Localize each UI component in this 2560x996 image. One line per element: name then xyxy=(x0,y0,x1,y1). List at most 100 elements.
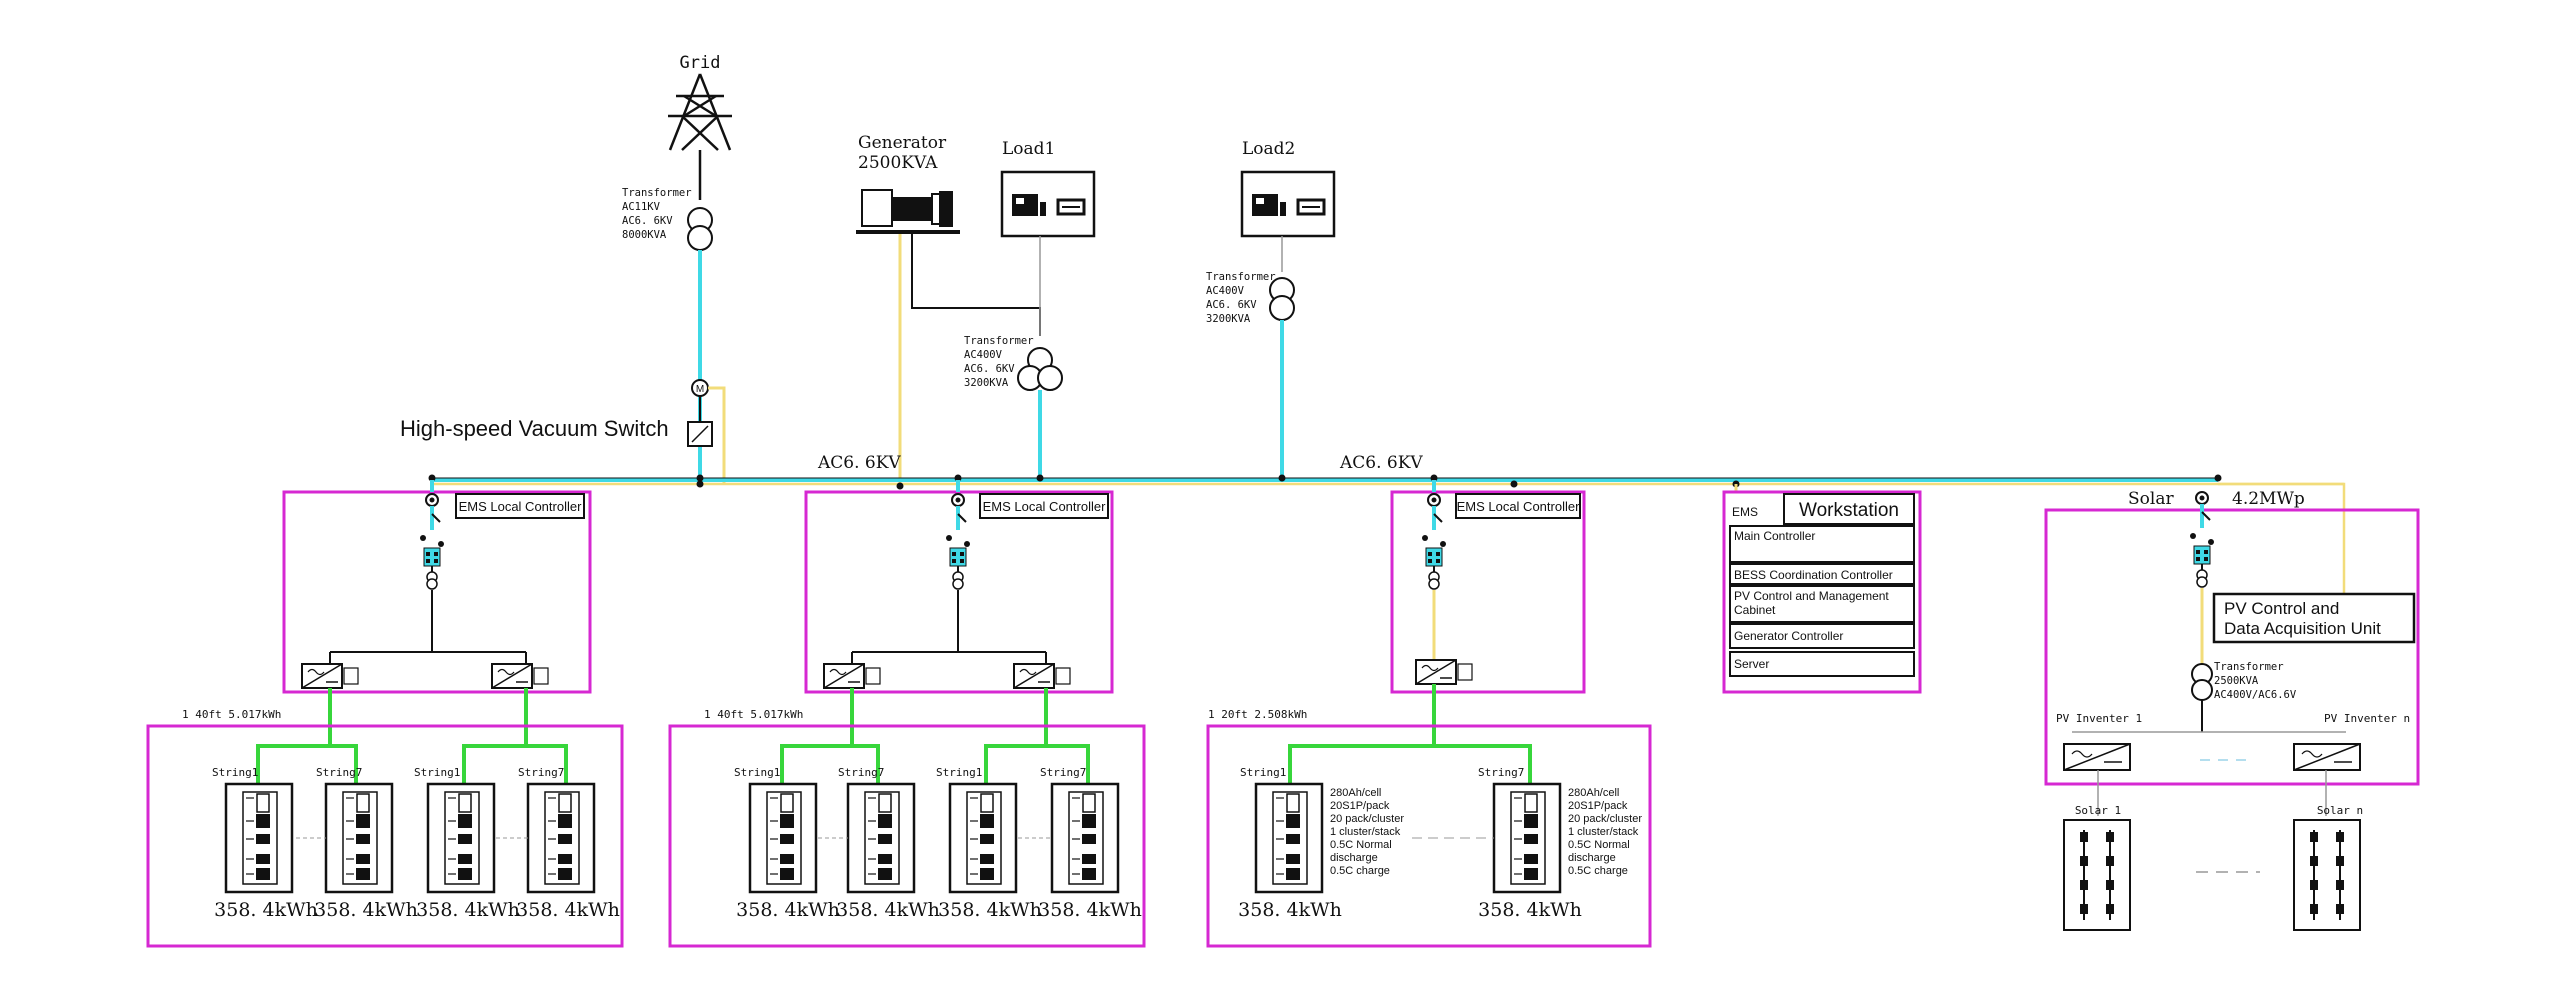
pcs-2a-icon xyxy=(823,663,881,689)
svg-text:String1: String1 xyxy=(414,766,460,779)
pcs-1a-icon xyxy=(301,663,359,689)
battery-rack-2-2 xyxy=(846,782,916,894)
solar-label: Solar xyxy=(2128,489,2174,509)
transformer-load1-label: Transformer AC400V AC6. 6KV 3200KVA xyxy=(964,335,1040,389)
battery-rack-2-3 xyxy=(948,782,1018,894)
pv-control-cabinet-label: PV Control and Management Cabinet xyxy=(1734,589,1892,617)
svg-text:358. 4kWh: 358. 4kWh xyxy=(938,899,1042,921)
ems-tag: EMS xyxy=(1732,505,1758,519)
svg-text:String7: String7 xyxy=(1040,766,1086,779)
svg-text:String1: String1 xyxy=(734,766,780,779)
svg-text:358. 4kWh: 358. 4kWh xyxy=(836,899,940,921)
svg-text:Server: Server xyxy=(1734,657,1769,671)
cell-spec-b: 280Ah/cell 20S1P/pack 20 pack/cluster 1 … xyxy=(1568,787,1645,877)
svg-text:String7: String7 xyxy=(1478,766,1524,779)
bus-junction-dots xyxy=(428,474,2222,490)
pcs-cabinet-1 xyxy=(282,490,592,694)
battery-container-1 xyxy=(146,724,624,948)
pv-data-acquisition-unit[interactable] xyxy=(2212,592,2416,644)
ems-local-controller-3-label: EMS Local Controller xyxy=(1457,499,1580,514)
battery-rack-2-1 xyxy=(748,782,818,894)
svg-text:M: M xyxy=(696,384,704,395)
transformer-load1-icon xyxy=(1017,347,1063,391)
transformer-grid-label: Transformer AC11KV AC6. 6KV 8000KVA xyxy=(622,187,698,241)
load1-generator-link xyxy=(911,234,1041,336)
workstation-label: Workstation xyxy=(1799,500,1899,521)
solar-array-1-icon xyxy=(2063,819,2131,931)
svg-text:String1: String1 xyxy=(1240,766,1286,779)
vacuum-switch-icon[interactable]: M xyxy=(687,379,713,447)
ems-local-controller-1-label: EMS Local Controller xyxy=(459,499,582,514)
pv-inverter-1-icon xyxy=(2063,743,2131,771)
svg-text:358. 4kWh: 358. 4kWh xyxy=(1038,899,1142,921)
pv-inverter-1-label: PV Inventer 1 xyxy=(2056,712,2142,725)
battery-rack-3-2 xyxy=(1492,782,1562,894)
svg-text:BESS Coordination Controller: BESS Coordination Controller xyxy=(1734,568,1893,582)
load2-label: Load2 xyxy=(1242,139,1295,159)
ems-local-controller-1[interactable] xyxy=(455,493,585,519)
bess-unit-3: EMS Local Controller 1 20ft 2.508kWh Str… xyxy=(1206,480,1652,948)
bess-coordination-controller-box[interactable] xyxy=(1729,563,1915,585)
battery-rack-1-3 xyxy=(426,782,496,894)
battery-container-2 xyxy=(668,724,1146,948)
cell-spec-a: 280Ah/cell 20S1P/pack 20 pack/cluster 1 … xyxy=(1330,787,1407,877)
svg-text:Main Controller: Main Controller xyxy=(1734,529,1815,543)
bess-unit-2: EMS Local Controller 1 40ft 5.017kWh Str… xyxy=(668,480,1146,948)
battery-rack-2-4 xyxy=(1050,782,1120,894)
svg-text:358. 4kWh: 358. 4kWh xyxy=(1238,899,1342,921)
svg-text:358. 4kWh: 358. 4kWh xyxy=(416,899,520,921)
solar-cabinet xyxy=(2044,508,2420,786)
pv-control-cabinet-box[interactable] xyxy=(1729,585,1915,623)
main-controller-box[interactable] xyxy=(1729,525,1915,563)
svg-text:String7: String7 xyxy=(518,766,564,779)
ems-local-controller-2-label: EMS Local Controller xyxy=(983,499,1106,514)
transmission-tower-icon xyxy=(668,73,732,200)
container-3-size-label: 1 20ft 2.508kWh xyxy=(1208,708,1307,721)
svg-text:358. 4kWh: 358. 4kWh xyxy=(214,899,318,921)
load1-icon xyxy=(1000,170,1096,238)
ems-local-controller-2[interactable] xyxy=(979,493,1109,519)
pcs-3-icon xyxy=(1415,659,1473,685)
container-1-size-label: 1 40ft 5.017kWh xyxy=(182,708,281,721)
svg-text:Generator Controller: Generator Controller xyxy=(1734,629,1843,643)
transformer-load2-icon xyxy=(1269,277,1295,321)
battery-rack-1-4 xyxy=(526,782,596,894)
svg-text:358. 4kWh: 358. 4kWh xyxy=(314,899,418,921)
transformer-load2-label: Transformer AC400V AC6. 6KV 3200KVA xyxy=(1206,271,1282,325)
bus-voltage-label-right: AC6. 6KV xyxy=(1339,453,1423,473)
pv-inverter-n-label: PV Inventer n xyxy=(2324,712,2410,725)
grid-label: Grid xyxy=(680,53,721,73)
solar-capacity: 4.2MWp xyxy=(2232,489,2305,509)
svg-text:358. 4kWh: 358. 4kWh xyxy=(516,899,620,921)
svg-text:358. 4kWh: 358. 4kWh xyxy=(736,899,840,921)
generator-label: Generator 2500KVA xyxy=(858,133,952,173)
svg-text:String1: String1 xyxy=(936,766,982,779)
svg-text:String1: String1 xyxy=(212,766,258,779)
svg-text:String7: String7 xyxy=(316,766,362,779)
battery-container-3 xyxy=(1206,724,1652,948)
bus-voltage-label-left: AC6. 6KV xyxy=(817,453,901,473)
battery-rack-1-1 xyxy=(224,782,294,894)
battery-rack-1-2 xyxy=(324,782,394,894)
generator-controller-box[interactable] xyxy=(1729,623,1915,649)
ems-local-controller-3[interactable] xyxy=(1455,493,1581,519)
svg-text:358. 4kWh: 358. 4kWh xyxy=(1478,899,1582,921)
workstation-button[interactable] xyxy=(1783,493,1915,525)
switch-control-line xyxy=(708,386,726,484)
solar-array-n-label: Solar n xyxy=(2317,804,2363,817)
pcs-cabinet-3 xyxy=(1390,490,1586,694)
solar-array-1-label: Solar 1 xyxy=(2075,804,2121,817)
svg-text:String7: String7 xyxy=(838,766,884,779)
generator-icon xyxy=(856,189,960,234)
load2-icon xyxy=(1240,170,1336,238)
load1-label: Load1 xyxy=(1002,139,1055,159)
server-box[interactable] xyxy=(1729,651,1915,677)
transformer-solar-label: Transformer 2500KVA AC400V/AC6.6V xyxy=(2214,661,2297,701)
bess-unit-1: EMS Local Controller 1 40ft 5.017kWh Str… xyxy=(146,480,624,948)
battery-rack-3-1 xyxy=(1254,782,1324,894)
container-2-size-label: 1 40ft 5.017kWh xyxy=(704,708,803,721)
vacuum-switch-label: High-speed Vacuum Switch xyxy=(400,416,669,441)
ems-workstation-panel: EMS Workstation Main Controller BESS Coo… xyxy=(1722,484,1922,694)
pv-data-acquisition-label: PV Control and Data Acquisition Unit xyxy=(2224,599,2381,638)
